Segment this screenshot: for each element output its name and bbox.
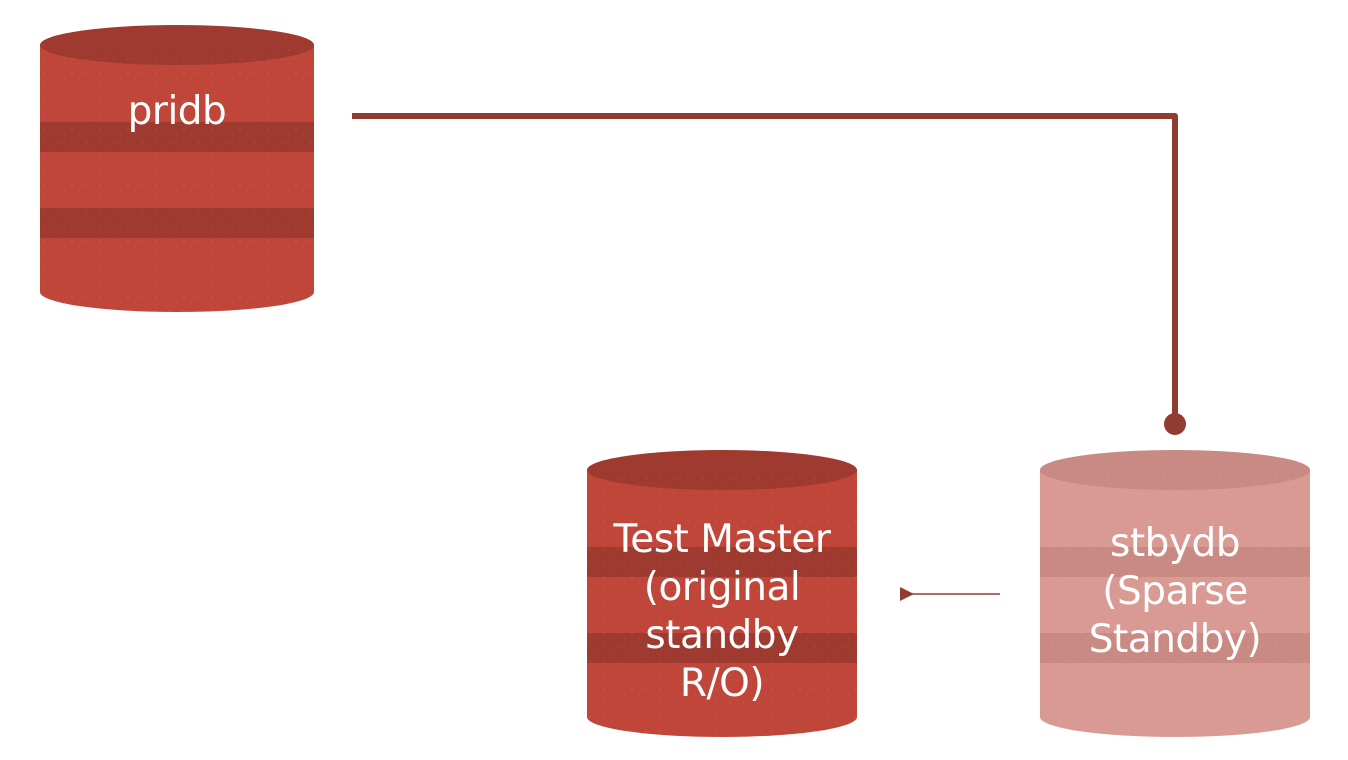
stbydb-label: stbydb (Sparse Standby) [1088,521,1262,662]
stbydb-database-icon [1040,450,1310,737]
pridb-label: pridb [127,89,227,134]
pridb-database-icon [40,25,314,312]
test-master-label: Test Master (original standby R/O) [613,517,831,706]
test-master-database-icon [587,450,857,737]
connector-endpoint-dot [1164,413,1186,435]
redo-transport-connector [352,113,1178,424]
